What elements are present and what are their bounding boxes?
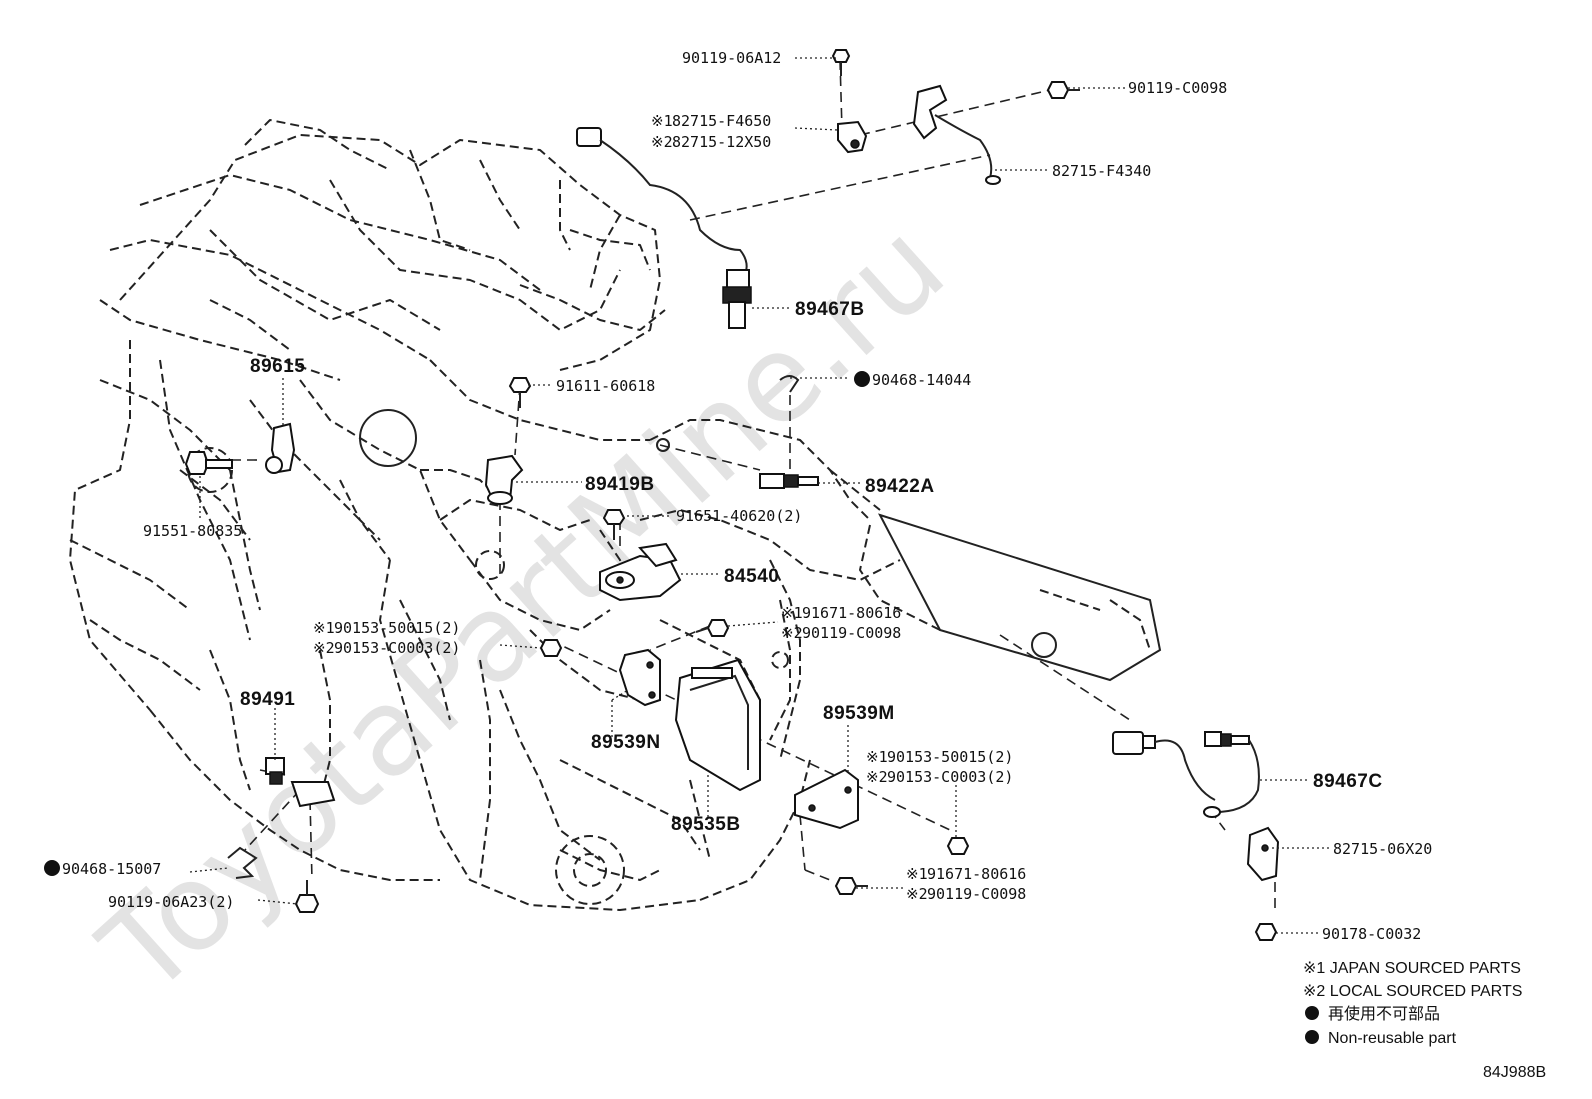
sensor-89467b-shape	[576, 127, 752, 329]
label-82715-06x20: 82715-06X20	[1333, 840, 1432, 858]
clip-90468-15007-shape	[227, 846, 258, 879]
label-91551-80835: 91551-80835	[143, 522, 242, 540]
label-89615: 89615	[250, 356, 305, 377]
label-90468-15007: 90468-15007	[62, 860, 161, 878]
bolt-91611-60618-shape	[508, 377, 532, 408]
bolt-91551-80835-shape	[184, 451, 233, 475]
switch-84540-shape	[599, 542, 682, 602]
label-82715-f4340: 82715-F4340	[1052, 162, 1151, 180]
legend-non-reusable-jp: 再使用不可部品	[1328, 1005, 1440, 1023]
marker-2-90119-c0098-b: ※2	[906, 885, 928, 903]
bolt-90119-06a12-shape	[831, 49, 851, 76]
label-89467b: 89467B	[795, 299, 865, 320]
label-89491: 89491	[240, 689, 295, 710]
marker-2-90119-c0098-a: ※2	[781, 624, 803, 642]
legend-dot-en	[1305, 1030, 1319, 1044]
bracket-89539n-shape	[618, 648, 661, 707]
marker-1-90153-50015-a: ※1	[313, 619, 335, 637]
marker-1-91671-80616-a: ※1	[781, 604, 803, 622]
bracket-82715-f4650-shape	[837, 120, 868, 154]
label-90119-06a23: 90119-06A23(2)	[108, 893, 234, 911]
label-89539m: 89539M	[823, 703, 895, 724]
marker-1-90153-50015-b: ※1	[866, 748, 888, 766]
label-90178-c0032: 90178-C0032	[1322, 925, 1421, 943]
part-labels: 90119-06A12 ※1 82715-F4650 ※2 82715-12X5…	[44, 49, 1432, 943]
label-89467c: 89467C	[1313, 771, 1383, 792]
label-91651-40620: 91651-40620(2)	[676, 507, 802, 525]
legend-japan-sourced: ※1 JAPAN SOURCED PARTS	[1303, 960, 1521, 977]
wire-82715-f4340-shape	[912, 84, 1001, 185]
sensor-89419b-shape	[484, 454, 524, 505]
label-84540: 84540	[724, 566, 779, 587]
label-90153-c0003-a: 90153-C0003(2)	[334, 639, 460, 657]
marker-2-90153-c0003-a: ※2	[313, 639, 335, 657]
legend-dot-jp	[1305, 1006, 1319, 1020]
bolt-90153-50015-a-shape	[539, 639, 563, 657]
label-90119-c0098-a: 90119-C0098	[802, 624, 901, 642]
sensor-89422a-shape	[759, 473, 819, 489]
ecu-89535b-shape	[674, 658, 761, 792]
bolt-90119-c0098-top-shape	[1046, 81, 1080, 99]
sensor-89467c-shape	[1112, 731, 1260, 818]
non-reusable-dot-90468-15007	[44, 860, 60, 876]
label-90119-c0098-top: 90119-C0098	[1128, 79, 1227, 97]
legend: ※1 JAPAN SOURCED PARTS ※2 LOCAL SOURCED …	[1303, 960, 1546, 1081]
label-90468-14044: 90468-14044	[872, 371, 971, 389]
bracket-82715-06x20-shape	[1246, 826, 1280, 882]
engine-assembly-outline	[69, 119, 1162, 911]
clip-90468-14044-shape	[779, 375, 800, 393]
marker-1-91671-80616-b: ※1	[906, 865, 928, 883]
label-82715-f4650: 82715-F4650	[672, 112, 771, 130]
label-89535b: 89535B	[671, 814, 741, 835]
bolt-90178-c0032-shape	[1254, 923, 1278, 941]
bolt-90119-06a23-shape	[294, 880, 320, 913]
assembly-guide-lines	[215, 59, 1276, 910]
sensor-89491-shape	[265, 757, 336, 808]
label-82715-12x50: 82715-12X50	[672, 133, 771, 151]
marker-1-82715-f4650: ※1	[651, 112, 673, 130]
legend-local-sourced: ※2 LOCAL SOURCED PARTS	[1303, 983, 1522, 1000]
bolt-90153-50015-b-shape	[946, 837, 970, 855]
label-90153-50015-a: 90153-50015(2)	[334, 619, 460, 637]
sensor-89615-shape	[265, 422, 296, 474]
label-90153-c0003-b: 90153-C0003(2)	[887, 768, 1013, 786]
legend-non-reusable: Non-reusable part	[1328, 1030, 1457, 1047]
bolt-91651-40620-shape	[602, 509, 626, 540]
label-91671-80616-b: 91671-80616	[927, 865, 1026, 883]
label-90119-c0098-b: 90119-C0098	[927, 885, 1026, 903]
label-89539n: 89539N	[591, 732, 661, 753]
label-90153-50015-b: 90153-50015(2)	[887, 748, 1013, 766]
bolt-91671-80616-a-shape	[695, 619, 730, 637]
label-89422a: 89422A	[865, 476, 935, 497]
marker-2-90153-c0003-b: ※2	[866, 768, 888, 786]
part-shapes	[184, 49, 1280, 941]
label-91671-80616-a: 91671-80616	[802, 604, 901, 622]
leader-lines	[189, 57, 1330, 934]
label-89419b: 89419B	[585, 474, 655, 495]
non-reusable-dot-90468-14044	[854, 371, 870, 387]
diagram-code: 84J988B	[1483, 1064, 1546, 1081]
bracket-89539m-shape	[794, 768, 859, 830]
label-90119-06a12: 90119-06A12	[682, 49, 781, 67]
label-91611-60618: 91611-60618	[556, 377, 655, 395]
marker-2-82715-12x50: ※2	[651, 133, 673, 151]
bolt-91671-80616-b-shape	[834, 877, 868, 895]
